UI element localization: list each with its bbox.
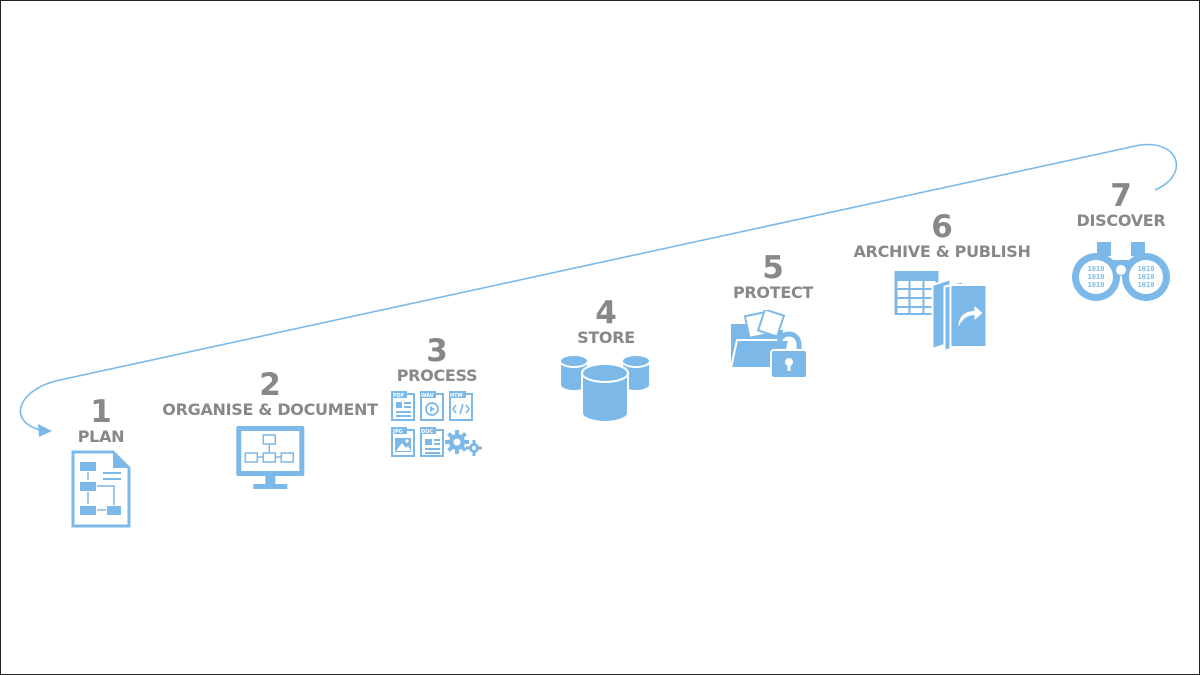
step-protect: 5 PROTECT xyxy=(727,252,819,384)
doc-file-icon: DOC xyxy=(420,427,444,457)
svg-text:HTM: HTM xyxy=(450,393,463,399)
step-discover: 7 DISCOVER 1010 1010 1010 1010 1010 1010 xyxy=(1071,180,1171,302)
database-icon xyxy=(558,351,654,423)
step-label: PLAN xyxy=(77,427,125,446)
step-number: 2 xyxy=(259,367,281,403)
flowchart-document-icon xyxy=(71,450,131,528)
jpg-file-icon: JPG xyxy=(391,427,415,457)
svg-text:1010: 1010 xyxy=(1088,273,1105,281)
svg-text:1010: 1010 xyxy=(1138,265,1155,273)
step-number: 3 xyxy=(426,333,448,369)
step-number: 7 xyxy=(1110,178,1132,214)
htm-file-icon: HTM xyxy=(449,391,473,421)
step-label: STORE xyxy=(577,328,635,347)
step-number: 5 xyxy=(762,250,784,286)
arrowhead-icon xyxy=(38,424,52,437)
step-label: ARCHIVE & PUBLISH xyxy=(853,242,1031,261)
step-process: 3 PROCESS PDF WAV xyxy=(391,335,483,457)
step-label: PROTECT xyxy=(732,283,814,302)
step-plan: 1 PLAN xyxy=(71,396,131,528)
svg-text:PDF: PDF xyxy=(393,393,404,399)
monitor-diagram-icon xyxy=(235,425,305,491)
svg-text:1010: 1010 xyxy=(1088,281,1105,289)
svg-text:1010: 1010 xyxy=(1138,281,1155,289)
svg-text:WAV: WAV xyxy=(421,393,434,399)
svg-text:1010: 1010 xyxy=(1088,265,1105,273)
binoculars-icon: 1010 1010 1010 1010 1010 1010 xyxy=(1071,240,1171,302)
step-label: PROCESS xyxy=(396,366,478,385)
step-organise-document: 2 ORGANISE & DOCUMENT xyxy=(162,367,378,491)
step-number: 4 xyxy=(595,295,617,331)
step-label: DISCOVER xyxy=(1076,211,1166,230)
file-formats-icon: PDF WAV HTM xyxy=(391,391,483,457)
gear-icon xyxy=(445,430,482,456)
locked-folder-icon xyxy=(727,310,819,384)
step-number: 6 xyxy=(931,209,953,245)
spreadsheet-icon xyxy=(893,271,938,315)
wav-file-icon: WAV xyxy=(420,391,444,421)
svg-text:1010: 1010 xyxy=(1138,273,1155,281)
svg-text:JPG: JPG xyxy=(392,429,403,435)
table-and-books-icon xyxy=(893,271,990,351)
step-number: 1 xyxy=(90,394,112,430)
svg-text:DOC: DOC xyxy=(421,429,433,435)
step-store: 4 STORE xyxy=(558,297,654,423)
step-archive-publish: 6 ARCHIVE & PUBLISH xyxy=(853,209,1031,351)
step-label: ORGANISE & DOCUMENT xyxy=(162,400,378,419)
books-icon xyxy=(930,277,987,351)
pdf-file-icon: PDF xyxy=(391,391,415,421)
